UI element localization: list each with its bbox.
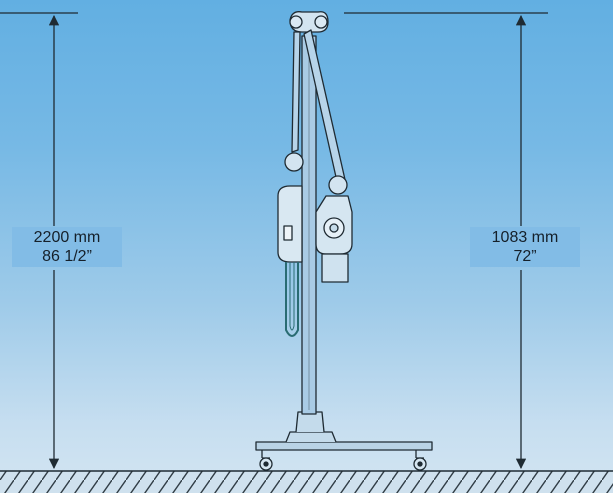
arm-height-imperial: 72” — [513, 248, 537, 265]
overall-height-label: 2200 mm 86 1/2” — [12, 227, 122, 267]
vertical-column — [301, 35, 317, 415]
tube-head — [315, 195, 353, 283]
control-panel — [277, 185, 303, 337]
overall-height-dimension-line — [0, 12, 78, 470]
arm-height-label: 1083 mm 72” — [470, 227, 580, 267]
overall-height-imperial: 86 1/2” — [42, 248, 92, 265]
overall-height-metric: 2200 mm — [33, 229, 101, 246]
floor — [0, 470, 613, 493]
articulated-arm — [284, 29, 348, 195]
xray-stand-illustration — [255, 11, 433, 471]
arm-height-metric: 1083 mm — [491, 229, 559, 246]
wheeled-base — [255, 411, 433, 471]
top-pivot — [289, 11, 329, 33]
arm-height-dimension-line — [344, 12, 548, 470]
